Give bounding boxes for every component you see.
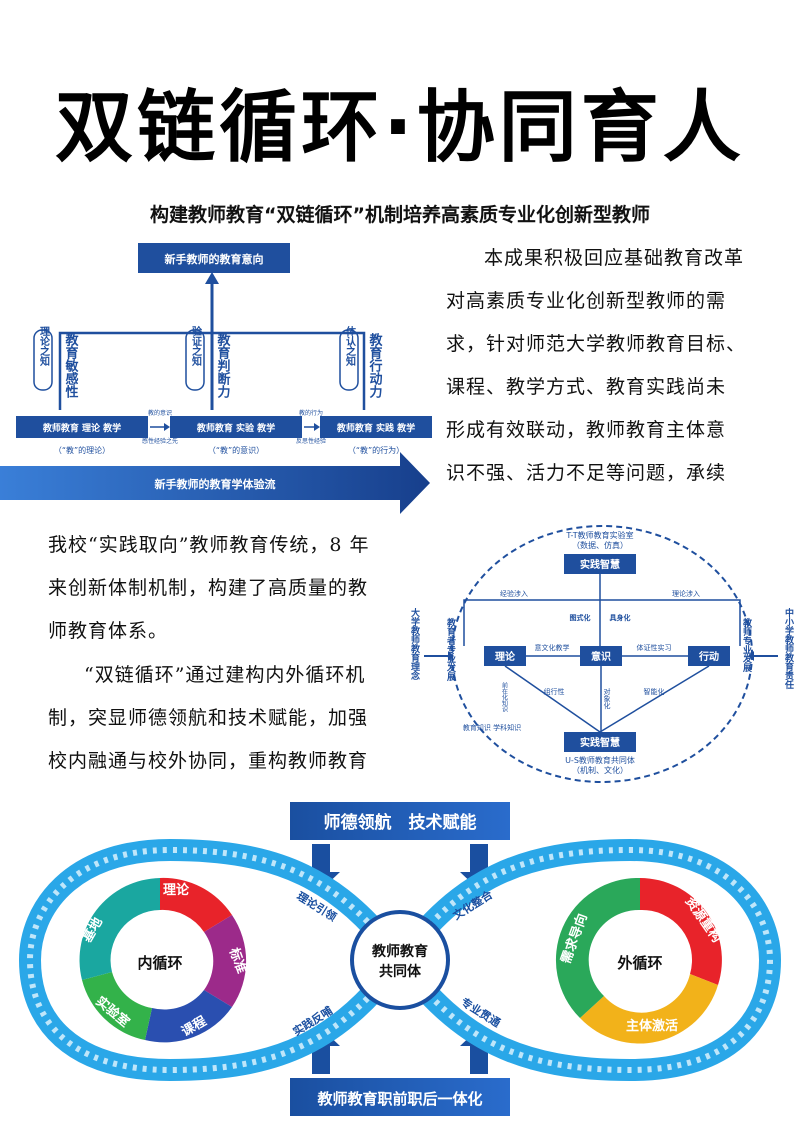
- fig1-link2-bottom: 反思性经验: [296, 437, 326, 445]
- fig3-outer-cycle: 资源重构 主体激活 需求导向 外循环: [555, 877, 725, 1044]
- paragraph-1: 本成果积极回应基础教育改革 对高素质专业化创新型教师的需 求，针对师范大学教师教…: [446, 237, 800, 495]
- para1-line: 本成果积极回应基础教育改革: [484, 247, 745, 269]
- fig2-left-exp: 经验涉入: [500, 589, 528, 598]
- fig2-right-label: 中小学教师教育责任: [783, 607, 795, 690]
- para1-line: 形成有效联动，教师教育主体意: [446, 419, 727, 441]
- fig3-banner-bottom: [290, 1078, 510, 1116]
- fig3-banner-top-label: 师德领航 技术赋能: [324, 812, 477, 833]
- fig1-col2-main: 教育判断力: [215, 332, 232, 399]
- para3-line: “双链循环”通过建构内外循环机: [84, 664, 366, 686]
- fig3-center-2: 共同体: [379, 963, 422, 980]
- fig3-inner-seg-1: 理论: [163, 882, 190, 898]
- fig1-col3-box: [320, 416, 432, 438]
- fig2-formal: 图式化: [570, 613, 591, 622]
- fig1-col2-caption: （“教”的意识）: [208, 445, 264, 455]
- para1-line: 课程、教学方式、教育实践尚未: [446, 376, 727, 398]
- fig1-bottom-arrow: [0, 452, 430, 514]
- fig1-link1-bottom: 感性经验之先: [142, 437, 178, 445]
- para2-line: 来创新体制机制，构建了高质量的教: [48, 577, 369, 599]
- para3-line: 校内融通与校外协同，重构教师教育: [48, 750, 369, 772]
- figure-double-cycle-practice: 新手教师的教育意向 理论之知 教育敏感性 教师教育 理论 教学 （“教”的理论）…: [0, 243, 432, 514]
- fig2-top-caption2: （数据、仿真）: [572, 540, 628, 550]
- fig1-top-box-label: 新手教师的教育意向: [165, 252, 264, 266]
- figure-practice-wisdom-cycle: T-T教师教育实验室 （数据、仿真） 实践智慧 实践智慧 U-S教师教育共同体 …: [409, 525, 795, 783]
- fig2-embody: 具身化: [609, 613, 631, 622]
- fig2-top-box: 实践智慧: [580, 558, 620, 571]
- fig3-outer-seg-2: 主体激活: [626, 1018, 678, 1034]
- fig3-inner-cycle: 理论 标准 课程 实验室 基地 内循环: [79, 877, 250, 1043]
- fig1-column-1: 理论之知 教育敏感性 教师教育 理论 教学 （“教”的理论）: [16, 326, 148, 455]
- fig3-banner-top: [290, 802, 510, 840]
- fig1-col1-box-label: 教师教育 理论 教学: [42, 422, 121, 434]
- fig2-vertical2: 智能化: [644, 687, 665, 696]
- fig2-evidence: 体证性实习: [637, 643, 672, 652]
- fig2-bottom-caption2: （机制、文化）: [572, 765, 628, 775]
- fig1-link2-top: 教的行为: [299, 409, 323, 417]
- fig2-conscious: 意识: [591, 650, 611, 663]
- fig3-inner-label: 内循环: [137, 954, 182, 972]
- para3-line: 制，突显师德领航和技术赋能，加强: [48, 707, 369, 729]
- main-title: 双链循环·协同育人: [55, 83, 745, 173]
- fig1-top-box: [138, 243, 290, 273]
- fig3-outer-label: 外循环: [616, 954, 662, 972]
- fig3-banner-bottom-label: 教师教育职前职后一体化: [316, 1090, 482, 1108]
- fig3-center-1: 教师教育: [372, 943, 428, 960]
- fig2-left-label: 大学教师教育理念: [409, 607, 421, 681]
- fig1-col2-side: 验证之知: [190, 325, 203, 367]
- fig2-inner-right: 教师专业发展: [741, 617, 753, 673]
- fig2-theory: 理论: [495, 650, 516, 663]
- fig2-culture: 意文化教学: [535, 643, 570, 652]
- fig1-col2-box: [170, 416, 302, 438]
- fig1-col1-side: 理论之知: [38, 326, 51, 367]
- subtitle: 构建教师教育“双链循环”机制培养高素质专业化创新型教师: [150, 204, 650, 226]
- fig3-center-circle: [350, 910, 450, 1010]
- fig1-col2-box-label: 教师教育 实验 教学: [196, 422, 275, 434]
- fig2-know-side: 前在化知识: [501, 681, 508, 713]
- para1-line: 对高素质专业化创新型教师的需: [446, 290, 727, 312]
- fig2-obj: 对象化: [603, 687, 611, 710]
- figure-infinity-cycle: 师德领航 技术赋能 教师教育职前职后一体化 理论引领 文化整合 实践反哺 专业贯…: [18, 802, 782, 1116]
- fig1-col3-caption: （“教”的行为）: [348, 445, 404, 455]
- para2-line: 师教育体系。: [48, 620, 169, 642]
- fig1-col1-box: [16, 416, 148, 438]
- para1-line: 求，针对师范大学教师教育目标、: [446, 333, 747, 355]
- para1-line: 识不强、活力不足等问题，承续: [446, 462, 727, 484]
- para2-line: 我校“实践取向”教师教育传统，8 年: [48, 534, 370, 556]
- fig1-col1-main: 教育敏感性: [63, 332, 80, 398]
- fig2-vertical1: 组行性: [544, 687, 565, 696]
- fig1-column-3: 体认之知 教育行动力 教师教育 实践 教学 （“教”的行为）: [320, 325, 432, 455]
- fig1-col3-side: 体认之知: [344, 325, 357, 367]
- fig1-col1-caption: （“教”的理论）: [54, 445, 110, 455]
- fig2-knowledge: 教育知识 学科知识: [463, 723, 521, 732]
- paragraph-3: “双链循环”通过建构内外循环机 制，突显师德领航和技术赋能，加强 校内融通与校外…: [48, 654, 400, 783]
- fig2-inner-left: 教育者专业发展: [445, 617, 457, 682]
- fig2-bottom-box: 实践智慧: [580, 736, 620, 749]
- fig1-col3-main: 教育行动力: [367, 332, 384, 399]
- fig1-column-2: 验证之知 教育判断力 教师教育 实验 教学 （“教”的意识）: [170, 325, 302, 455]
- fig2-bottom-caption: U-S教师教育共同体: [565, 755, 635, 765]
- fig1-col3-box-label: 教师教育 实践 教学: [336, 422, 415, 434]
- fig2-action: 行动: [698, 650, 719, 663]
- fig1-bottom-arrow-label: 新手教师的教育学体验流: [155, 477, 276, 491]
- fig2-top-caption: T-T教师教育实验室: [565, 530, 633, 540]
- paragraph-2: 我校“实践取向”教师教育传统，8 年 来创新体制机制，构建了高质量的教 师教育体…: [48, 524, 400, 653]
- fig1-link1-top: 教的意识: [148, 409, 172, 417]
- fig2-right-exp: 理论涉入: [672, 589, 700, 598]
